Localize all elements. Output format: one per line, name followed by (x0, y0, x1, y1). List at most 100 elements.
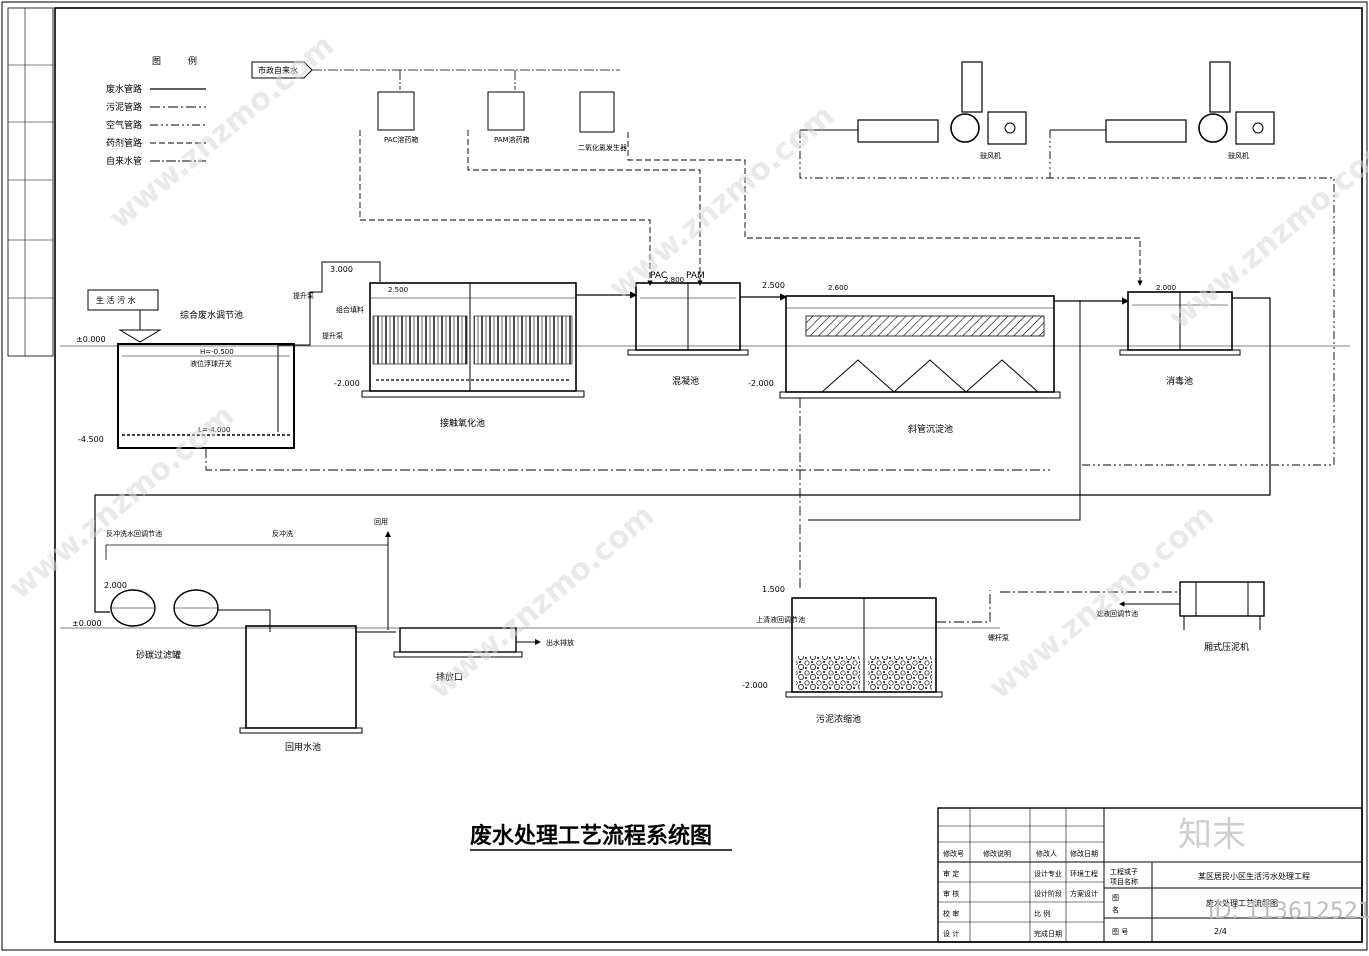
disinfection-label: 消毒池 (1166, 375, 1193, 387)
chemical-dosing-tanks: PAC溶药箱 PAM溶药箱 二氧化氯发生器 PAC PAM (359, 91, 1143, 286)
binding-strip (7, 7, 54, 357)
equalization-tank-label: 综合废水调节池 (180, 309, 243, 321)
tb-drawing-no-label: 图 号 (1112, 928, 1128, 936)
sand-filter-label: 砂碳过滤罐 (136, 649, 181, 661)
return-water-label: 反冲洗 (272, 529, 293, 538)
filter-press-label: 厢式压泥机 (1204, 641, 1249, 653)
legend-item-wastewater: 废水管路 (106, 83, 142, 95)
watermark-site-3: www.znzmo.com (1163, 128, 1369, 336)
tb-major: 设计专业 (1034, 869, 1062, 878)
watermark-site-1: www.znzmo.com (103, 28, 341, 236)
air-main-line (799, 130, 1335, 466)
l-level: L=-4.000 (198, 426, 230, 434)
pac-tank-label: PAC溶药箱 (384, 135, 418, 144)
mixing-tank: 2.800 混凝池 (627, 276, 749, 387)
media-label: 组合填料 (336, 305, 364, 314)
level-2600: 2.600 (828, 284, 848, 292)
level-2000: 2.000 (1156, 284, 1176, 292)
legend-item-chemical: 药剂管路 (106, 137, 142, 149)
legend-heading-left: 图 (152, 56, 161, 67)
legend-item-tapwater: 自来水管 (106, 155, 142, 167)
reuse-tank-label: 回用水池 (285, 741, 321, 753)
tb-approve: 审 定 (943, 869, 959, 878)
water-pump-label: 提升泵 (322, 331, 343, 340)
pac-dose-label: PAC (650, 271, 667, 281)
contact-oxidation-tank: 组合填料 2.500 接触氧化池 -2.000 (334, 282, 585, 429)
tb-drawing-no: 2/4 (1214, 927, 1227, 936)
blower-2: 鼓风机 (1050, 61, 1275, 160)
blower-1-label: 鼓风机 (980, 151, 1001, 160)
level-2800: 2.800 (664, 276, 684, 284)
watermark-site-5: www.znzmo.com (983, 498, 1221, 706)
elev-m2000a: -2.000 (334, 379, 360, 388)
inclined-tube-settler: 2.600 斜管沉淀池 -2.000 (748, 284, 1061, 435)
elev-m2000c: -2.000 (742, 681, 768, 690)
tb-date: 完成日期 (1034, 929, 1062, 938)
tb-stage-val: 方案设计 (1070, 889, 1098, 898)
filtrate-label: 滤液回调节池 (1096, 609, 1138, 618)
tb-rev-no: 修改号 (943, 849, 964, 858)
elev-zero-left: ±0.000 (76, 335, 106, 344)
tb-rev-date: 修改日期 (1070, 849, 1098, 858)
outfall-label: 出水排放 (546, 638, 574, 647)
pam-dose-label: PAM (686, 271, 705, 281)
supernatant-label: 上清液回调节池 (756, 615, 805, 624)
elev-3000: 3.000 (330, 265, 353, 274)
float-switch-label: 液位浮球开关 (190, 359, 232, 368)
legend-item-air: 空气管路 (106, 119, 142, 131)
watermark-brand: 知末 (1178, 815, 1246, 855)
tb-design: 设 计 (943, 929, 959, 938)
tb-check: 校 审 (943, 909, 959, 918)
thickener-label: 污泥浓缩池 (816, 713, 861, 725)
elev-2000: 2.000 (104, 581, 127, 590)
filter-press: 厢式压泥机 滤液回调节池 (1000, 581, 1265, 653)
equalization-tank: 生 活 污 水 综合废水调节池 H=-0.500 液位浮球开关 L=-4.000… (76, 289, 295, 449)
discharge-outlet: 出水排放 排放口 (393, 627, 574, 683)
title-block: 修改号 修改说明 修改人 修改日期 审 定 审 核 校 审 设 计 设计专业 设… (937, 807, 1363, 943)
elev-m2000b: -2.000 (748, 379, 774, 388)
watermark-site-6: www.znzmo.com (3, 398, 241, 606)
tap-water-source: 市政自来水 (251, 61, 620, 90)
legend-item-sludge: 污泥管路 (106, 101, 142, 113)
h-level: H=-0.500 (200, 348, 234, 356)
level-2500: 2.500 (388, 286, 408, 294)
watermark-site-2: www.znzmo.com (603, 98, 841, 306)
legend-heading-right: 例 (188, 55, 197, 67)
tb-project-label1: 工程或子 (1110, 867, 1138, 876)
tb-drawing-name: 废水处理工艺流程图 (1206, 898, 1278, 908)
contact-oxidation-label: 接触氧化池 (440, 417, 485, 429)
lift-pump-label: 提升泵 (293, 291, 314, 300)
domestic-sewage-label: 生 活 污 水 (96, 295, 136, 305)
pam-tank-label: PAM溶药箱 (494, 135, 530, 144)
disinfectant-generator-label: 二氧化氯发生器 (578, 143, 627, 152)
discharge-label: 排放口 (436, 671, 463, 683)
tb-review: 审 核 (943, 889, 959, 898)
tb-rev-note: 修改说明 (983, 849, 1011, 858)
disinfection-tank: 2.000 消毒池 (1119, 284, 1241, 387)
elev-m4500: -4.500 (78, 435, 104, 444)
screw-pump-label: 螺杆泵 (988, 633, 1009, 642)
tb-major-val: 环境工程 (1070, 869, 1098, 878)
tb-stage: 设计阶段 (1034, 889, 1062, 898)
tb-drawing-label1: 图 (1112, 894, 1119, 902)
inner-frame (54, 7, 1363, 943)
tb-scale: 比 例 (1034, 909, 1050, 918)
tb-rev-by: 修改人 (1036, 849, 1057, 858)
sludge-thickener: 1.500 污泥浓缩池 -2.000 上清液回调节池 (742, 585, 943, 725)
settler-label: 斜管沉淀池 (908, 423, 953, 435)
watermark-id: ID: 1136125216 (1208, 899, 1369, 924)
legend: 图 例 废水管路 污泥管路 空气管路 药剂管路 自来水管 (106, 55, 206, 167)
tb-drawing-label2: 名 (1112, 905, 1119, 914)
elev-1500: 1.500 (762, 585, 785, 594)
tap-water-label: 市政自来水 (258, 65, 298, 75)
blower-1: 鼓风机 (800, 61, 1027, 160)
tb-project-label2: 项目名称 (1110, 877, 1138, 886)
drawing-title: 废水处理工艺流程系统图 (470, 823, 712, 849)
tb-project-name: 某区居民小区生活污水处理工程 (1198, 871, 1310, 881)
blower-2-label: 鼓风机 (1228, 151, 1249, 160)
reuse-label: 回用 (374, 518, 388, 526)
mixing-tank-label: 混凝池 (672, 375, 699, 387)
